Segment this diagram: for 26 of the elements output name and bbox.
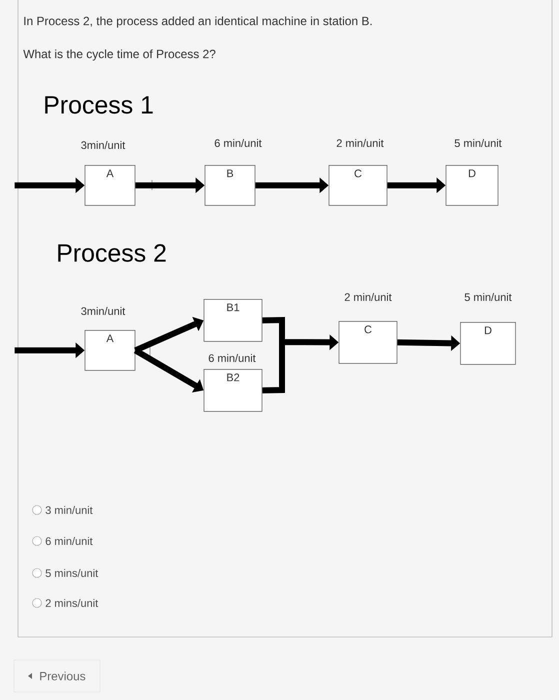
heading: Process 2 (58, 244, 166, 262)
station-box: D (460, 322, 516, 365)
station-box: C (328, 165, 388, 206)
station-box: B (204, 165, 256, 206)
cycle-time-label: 2 min/unit (336, 138, 384, 148)
option-text: 2 mins/unit (46, 598, 98, 608)
station-box: A (84, 330, 136, 371)
station-box: C (338, 321, 398, 364)
cycle-time-label: 3min/unit (81, 306, 126, 316)
option-text: 3 min/unit (46, 506, 93, 514)
question-text: In Process 2, the process added an identical machine in station B. (24, 16, 372, 28)
cycle-time-label: 6 min/unit (208, 354, 256, 362)
option-text: 6 min/unit (46, 536, 93, 546)
previous-button: Previous (14, 660, 100, 692)
heading: Process 1 (45, 96, 153, 114)
question-text: What is the cycle time of Process 2? (23, 49, 216, 61)
station-box: B1 (204, 299, 262, 342)
option-text: 5 mins/unit (46, 568, 98, 578)
cycle-time-label: 6 min/unit (214, 138, 262, 148)
station-box: A (84, 165, 136, 206)
station-box: B2 (204, 369, 262, 412)
cycle-time-label: 2 min/unit (344, 292, 392, 302)
cycle-time-label: 5 min/unit (464, 292, 512, 302)
station-box: D (446, 165, 498, 206)
cycle-time-label: 5 min/unit (454, 138, 502, 148)
cycle-time-label: 3min/unit (81, 140, 126, 150)
